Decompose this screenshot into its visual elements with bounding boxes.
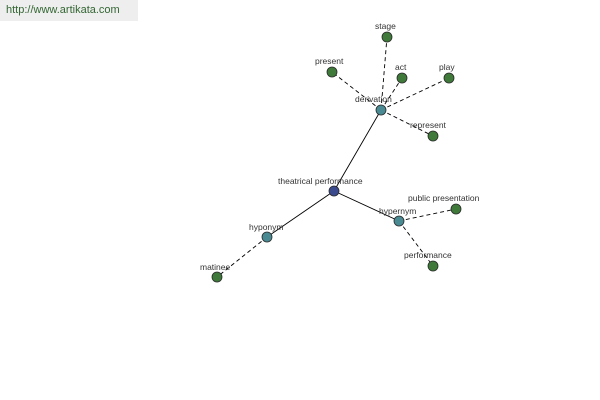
node-label-play: play [439, 62, 455, 72]
node-dot-public-presentation[interactable] [450, 203, 462, 215]
edge-hypernym-to-performance [398, 220, 434, 267]
url-bar: http://www.artikata.com [0, 0, 138, 21]
site-url-link[interactable]: http://www.artikata.com [6, 4, 120, 16]
node-label-public-presentation: public presentation [408, 193, 480, 203]
edge-theatrical-performance-to-hyponym [266, 190, 335, 238]
node-dot-hypernym[interactable] [393, 215, 405, 227]
edge-hypernym-to-public-presentation [398, 208, 457, 222]
node-dot-act[interactable] [396, 72, 408, 84]
node-dot-matinee[interactable] [211, 271, 223, 283]
node-label-act: act [395, 62, 407, 72]
node-label-stage: stage [375, 21, 396, 31]
edge-derivation-to-act [380, 77, 403, 111]
node-label-matinee: matinee [200, 262, 231, 272]
node-label-performance: performance [404, 250, 452, 260]
edge-theatrical-performance-to-hypernym [333, 190, 400, 222]
node-present[interactable]: present [315, 56, 344, 78]
node-label-present: present [315, 56, 344, 66]
node-public-presentation[interactable]: public presentation [408, 193, 480, 215]
node-dot-hyponym[interactable] [261, 231, 273, 243]
edge-hyponym-to-matinee [216, 236, 268, 278]
node-label-represent: represent [410, 120, 447, 130]
node-dot-stage[interactable] [381, 31, 393, 43]
edge-derivation-to-play [380, 77, 450, 111]
node-performance[interactable]: performance [404, 250, 452, 272]
node-theatrical-performance[interactable]: theatrical performance [278, 176, 363, 197]
edge-derivation-to-present [331, 71, 382, 111]
node-stage[interactable]: stage [375, 21, 396, 43]
node-hyponym[interactable]: hyponym [249, 222, 284, 243]
node-dot-derivation[interactable] [375, 104, 387, 116]
edge-theatrical-performance-to-derivation [333, 109, 382, 192]
node-label-derivation: derivation [355, 94, 392, 104]
node-label-theatrical-performance: theatrical performance [278, 176, 363, 186]
node-represent[interactable]: represent [410, 120, 447, 142]
node-label-hypernym: hypernym [379, 206, 416, 216]
node-derivation[interactable]: derivation [355, 94, 392, 116]
edge-derivation-to-represent [380, 109, 434, 137]
node-label-hyponym: hyponym [249, 222, 284, 232]
node-act[interactable]: act [395, 62, 408, 84]
graph-edges [216, 36, 457, 278]
node-play[interactable]: play [439, 62, 455, 84]
node-matinee[interactable]: matinee [200, 262, 231, 283]
node-dot-performance[interactable] [427, 260, 439, 272]
edge-derivation-to-stage [380, 36, 388, 111]
node-hypernym[interactable]: hypernym [379, 206, 416, 227]
node-dot-represent[interactable] [427, 130, 439, 142]
graph-nodes: theatrical performance derivation hyponym h… [200, 21, 480, 283]
node-dot-theatrical-performance[interactable] [328, 185, 340, 197]
node-dot-present[interactable] [326, 66, 338, 78]
node-dot-play[interactable] [443, 72, 455, 84]
